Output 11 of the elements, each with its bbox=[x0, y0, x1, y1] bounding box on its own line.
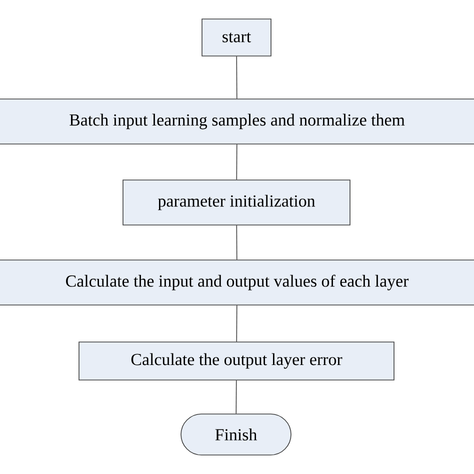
process-box: Calculate the output layer error bbox=[78, 342, 394, 380]
process-box: Batch input learning samples and normalize them bbox=[0, 98, 474, 144]
connector-line bbox=[236, 380, 237, 414]
connector-line bbox=[236, 225, 238, 260]
terminal-box: Finish bbox=[180, 414, 292, 456]
process-box: Calculate the input and output values of each layer bbox=[0, 260, 474, 306]
process-box: parameter initialization bbox=[122, 180, 350, 226]
connector-line bbox=[236, 305, 238, 342]
process-box: start bbox=[202, 18, 272, 56]
connector-line bbox=[236, 56, 238, 99]
connector-line bbox=[236, 144, 238, 180]
